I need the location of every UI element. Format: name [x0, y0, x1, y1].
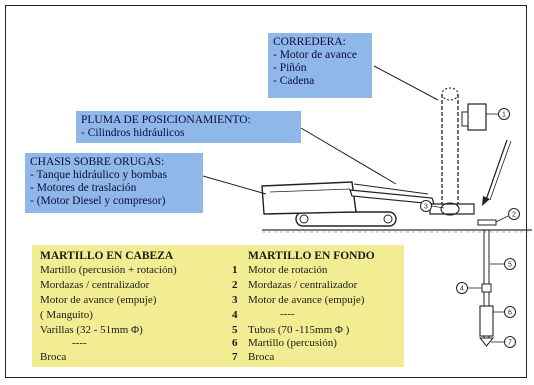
item-number: 1: [232, 264, 238, 276]
corredera-callout: CORREDERA: - Motor de avance - Piñón - C…: [268, 33, 372, 98]
leader-3: [431, 205, 445, 209]
chassis-detail: [269, 188, 351, 193]
head-item: Martillo (percusión + rotación): [40, 264, 177, 276]
marker-4: [456, 282, 468, 294]
hammer-head: [461, 111, 469, 127]
chasis-title: CHASIS SOBRE ORUGAS:: [30, 156, 165, 168]
marker-3-label: 3: [424, 204, 428, 211]
fondo-item: Motor de avance (empuje): [248, 294, 365, 306]
crawler-track: [295, 211, 397, 227]
item-number: 2: [232, 279, 238, 291]
fondo-item: Tubos (70 -115mm Φ ): [248, 324, 350, 336]
pointer-arrow-outline: [489, 140, 512, 201]
pluma-item: - Cilindros hidráulicos: [81, 127, 185, 139]
fondo-item: Mordazas / centralizador: [248, 279, 358, 291]
leader-2: [495, 215, 509, 223]
head-item: ----: [72, 337, 87, 349]
marker-6: [504, 306, 516, 318]
fondo-item: Martillo (percusión): [248, 337, 337, 349]
item-number: 5: [232, 324, 238, 336]
corredera-title: CORREDERA:: [273, 36, 346, 48]
marker-7: [504, 336, 516, 348]
item-number: 3: [232, 294, 238, 306]
pointer-arrow: [485, 139, 508, 201]
fondo-item: Broca: [248, 351, 275, 363]
corredera-leader: [373, 65, 439, 101]
chasis-item: - Motores de traslación: [30, 182, 137, 194]
marker-6-label: 6: [508, 310, 512, 317]
pointer-arrowhead: [482, 196, 490, 206]
centralizer: [477, 219, 497, 226]
boom-cylinder: [353, 183, 429, 195]
fondo-item: Motor de rotación: [248, 264, 328, 276]
marker-1-label: 1: [502, 112, 506, 119]
pluma-callout: PLUMA DE POSICIONAMIENTO: - Cilindros hi…: [76, 111, 301, 143]
item-number: 6: [232, 337, 238, 349]
marker-5-label: 5: [508, 262, 512, 269]
head-item: Varillas (32 - 51mm Φ): [40, 324, 143, 336]
chassis-body: [261, 181, 357, 215]
marker-1: [498, 108, 510, 120]
track-wheel: [383, 214, 393, 224]
drill-bit: [478, 337, 495, 347]
pluma-leader: [300, 127, 397, 185]
corredera-item: - Piñón: [273, 62, 307, 74]
pluma-title: PLUMA DE POSICIONAMIENTO:: [81, 114, 251, 126]
chasis-callout: CHASIS SOBRE ORUGAS: - Tanque hidráulico…: [25, 153, 203, 213]
marker-7-label: 7: [508, 340, 512, 347]
head-item: Mordazas / centralizador: [40, 279, 150, 291]
marker-4-label: 4: [460, 286, 464, 293]
item-number: 7: [232, 351, 238, 363]
chasis-leader: [202, 175, 267, 195]
chasis-item: - (Motor Diesel y compresor): [30, 195, 166, 207]
marker-3: [420, 200, 432, 212]
coupling: [481, 283, 492, 293]
diagram-frame: [5, 5, 527, 378]
head-item: Motor de avance (empuje): [40, 294, 157, 306]
corredera-item: - Motor de avance: [273, 49, 357, 61]
feed-cradle: [429, 203, 475, 215]
cradle-wheel: [440, 202, 460, 216]
item-number: 4: [232, 309, 238, 321]
components-legend: MARTILLO EN CABEZA MARTILLO EN FONDO Mar…: [32, 245, 404, 367]
marker-2: [508, 208, 520, 220]
head-item: Broca: [40, 351, 67, 363]
marker-2-label: 2: [512, 212, 516, 219]
corredera-item: - Cadena: [273, 75, 315, 87]
bottom-hammer-title: MARTILLO EN FONDO: [248, 250, 375, 262]
positioning-boom: [349, 189, 435, 205]
hammer-unit: [467, 103, 487, 131]
head-item: ( Manguito): [40, 309, 93, 321]
head-hammer-title: MARTILLO EN CABEZA: [40, 250, 174, 262]
dth-hammer: [479, 305, 494, 337]
track-wheel: [299, 214, 309, 224]
chasis-item: - Tanque hidráulico y bombas: [30, 169, 167, 181]
marker-5: [504, 258, 516, 270]
fondo-item: ----: [280, 308, 295, 320]
mast-top-sprocket: [441, 87, 459, 101]
